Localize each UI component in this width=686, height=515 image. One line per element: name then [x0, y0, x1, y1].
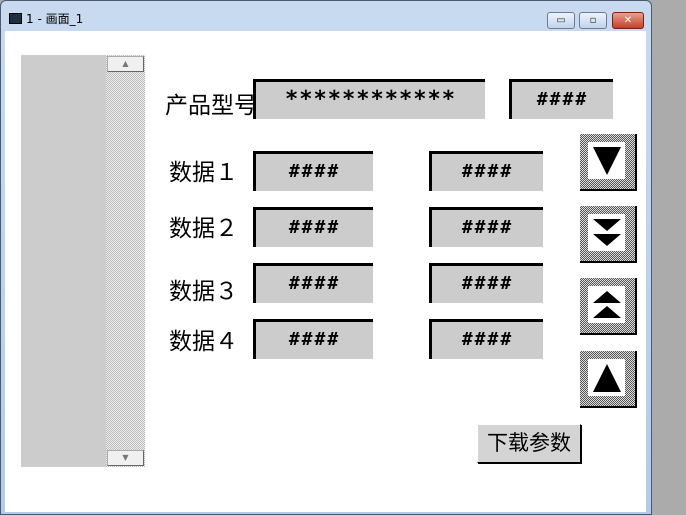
page-down-button[interactable] [580, 206, 637, 263]
data4-label: 数据４ [169, 329, 238, 355]
data2-field-b[interactable]: #### [429, 207, 543, 247]
minimize-icon: ▭ [556, 15, 566, 26]
title-bar: 1 - 画面_1 [9, 10, 83, 27]
list-box[interactable]: ▲ ▼ [21, 55, 145, 467]
product-code-field[interactable]: #### [509, 79, 613, 119]
data3-field-a[interactable]: #### [253, 263, 373, 303]
data1-label: 数据１ [169, 160, 238, 186]
double-down-icon-part [592, 234, 621, 246]
page-up-button[interactable] [580, 278, 637, 335]
triangle-down-icon [592, 146, 621, 175]
close-icon: ✕ [623, 15, 633, 26]
data1-field-a[interactable]: #### [253, 151, 373, 191]
scroll-last-button[interactable] [580, 134, 637, 191]
data2-label: 数据２ [169, 216, 238, 242]
product-model-field[interactable]: ************ [253, 79, 485, 119]
close-button[interactable]: ✕ [612, 12, 644, 29]
product-model-label: 产品型号 [165, 93, 257, 119]
scroll-first-button[interactable] [580, 351, 637, 408]
maximize-icon: ▫ [589, 15, 597, 26]
data4-field-b[interactable]: #### [429, 319, 543, 359]
app-icon [9, 13, 22, 24]
triangle-up-icon [592, 363, 621, 392]
data3-label: 数据３ [169, 279, 238, 305]
window-title: 1 - 画面_1 [26, 12, 84, 26]
scroll-up-button[interactable]: ▲ [107, 56, 144, 72]
double-up-icon [592, 291, 621, 303]
minimize-button[interactable]: ▭ [547, 12, 575, 29]
data3-field-b[interactable]: #### [429, 263, 543, 303]
data4-field-a[interactable]: #### [253, 319, 373, 359]
download-params-button[interactable]: 下载参数 [477, 424, 581, 463]
data2-field-a[interactable]: #### [253, 207, 373, 247]
vertical-scrollbar[interactable]: ▲ ▼ [106, 55, 145, 467]
data1-field-b[interactable]: #### [429, 151, 543, 191]
double-down-icon [592, 219, 621, 231]
scroll-down-button[interactable]: ▼ [107, 450, 144, 466]
double-up-icon-part [592, 306, 621, 318]
maximize-button[interactable]: ▫ [579, 12, 607, 29]
